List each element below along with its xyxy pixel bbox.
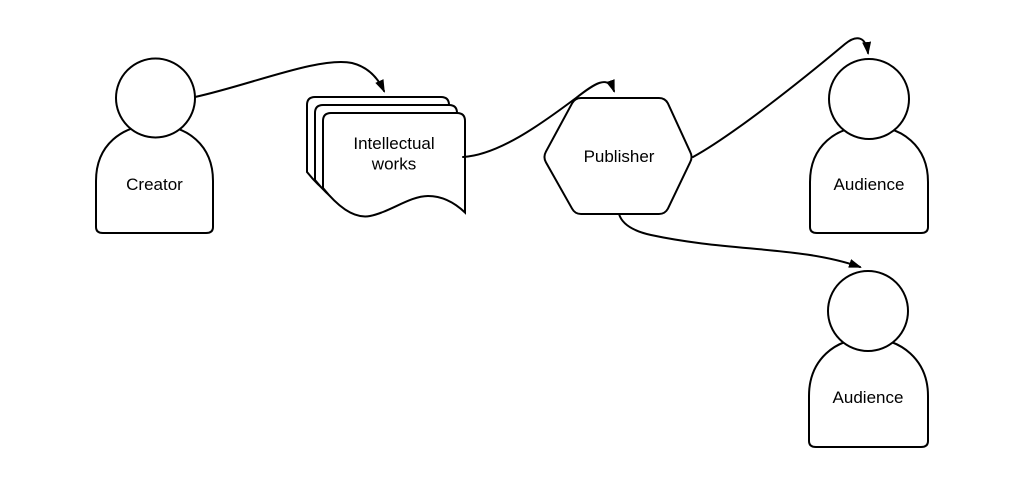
creator-label: Creator: [126, 175, 183, 194]
publisher-hexagon-shape: [543, 97, 693, 215]
node-publisher[interactable]: Publisher: [543, 97, 693, 215]
document-page-front: [322, 112, 466, 218]
node-creator[interactable]: Creator: [95, 57, 214, 234]
node-intellectual-works[interactable]: Intellectual works: [306, 96, 466, 218]
publisher-label: Publisher: [584, 147, 655, 166]
edge-works-to-publisher[interactable]: [462, 79, 615, 158]
edge-publisher-to-audience-top[interactable]: [692, 37, 872, 158]
audience-top-head-shape: [828, 58, 910, 140]
audience-bottom-label: Audience: [833, 388, 904, 407]
node-audience-top[interactable]: Audience: [809, 58, 929, 234]
creator-head-shape: [115, 57, 196, 139]
edge-publisher-to-audience-bottom[interactable]: [618, 213, 862, 268]
intellectual-works-label-line1: Intellectual: [353, 134, 434, 153]
audience-bottom-head-shape: [827, 270, 909, 352]
audience-top-label: Audience: [834, 175, 905, 194]
node-audience-bottom[interactable]: Audience: [808, 270, 929, 448]
edge-creator-to-works[interactable]: [194, 60, 385, 98]
intellectual-works-label-line2: works: [371, 155, 416, 174]
